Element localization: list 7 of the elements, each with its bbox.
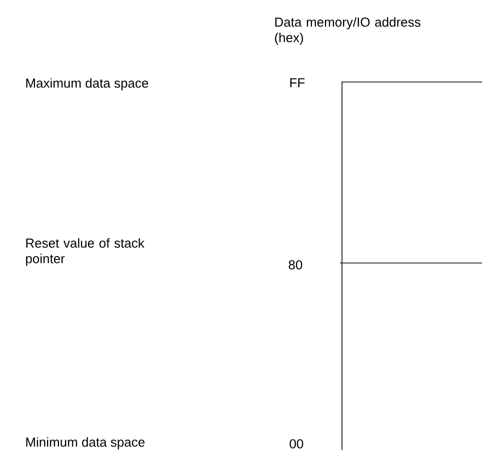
region-label: Minimum data space [26, 437, 145, 450]
address-label: 00 [290, 439, 304, 448]
region-label: Reset value of stack pointer [26, 238, 144, 266]
address-label: 80 [288, 260, 302, 270]
axis-heading: Data memory/IO address (hex) [275, 17, 420, 45]
address-label: FF [290, 78, 305, 88]
region-label: Maximum data space [26, 78, 148, 90]
